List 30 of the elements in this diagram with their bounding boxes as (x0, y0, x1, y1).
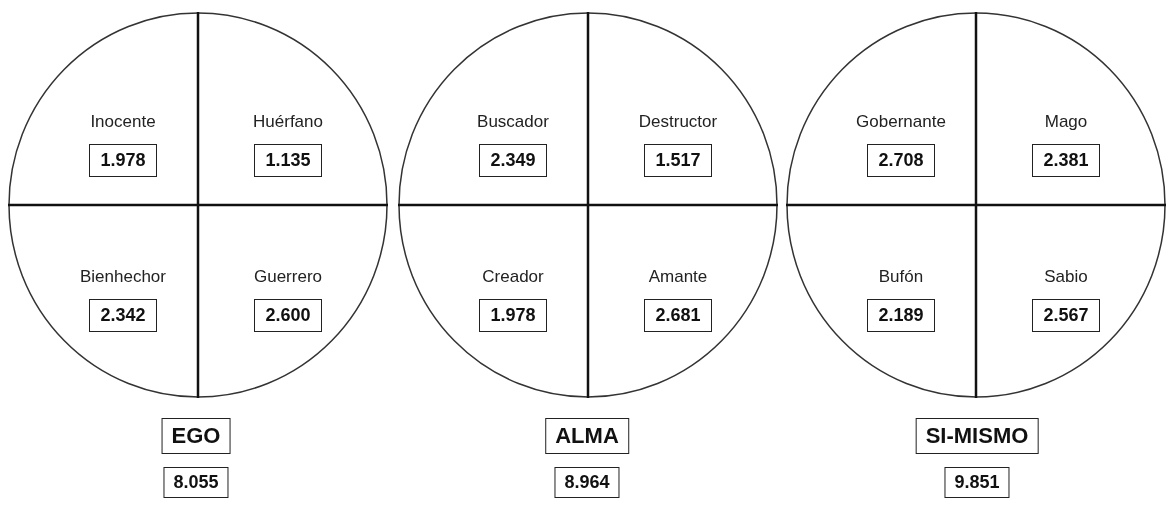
archetype-name: Sabio (1044, 267, 1088, 287)
archetype-name: Buscador (477, 112, 549, 132)
score-box: 2.342 (89, 299, 157, 332)
total-score-box: 9.851 (944, 467, 1010, 498)
score-box: 2.189 (867, 299, 935, 332)
archetype-name: Bienhechor (80, 267, 166, 287)
score-box: 2.349 (479, 144, 547, 177)
total-score-box: 8.055 (163, 467, 229, 498)
group-title-box: SI-MISMO (915, 418, 1039, 454)
archetype-name: Huérfano (253, 112, 323, 132)
score-box: 1.135 (254, 144, 322, 177)
total-score-box: 8.964 (554, 467, 620, 498)
score-box: 1.978 (479, 299, 547, 332)
score-box: 2.381 (1032, 144, 1100, 177)
archetype-name: Guerrero (254, 267, 322, 287)
archetype-name: Gobernante (856, 112, 946, 132)
score-box: 2.600 (254, 299, 322, 332)
archetype-name: Bufón (878, 267, 924, 287)
group-title-box: EGO (161, 418, 231, 454)
score-box: 1.517 (644, 144, 712, 177)
score-box: 2.681 (644, 299, 712, 332)
group-title-box: ALMA (545, 418, 629, 454)
archetype-name: Destructor (638, 112, 718, 132)
archetype-name: Mago (1044, 112, 1088, 132)
archetype-name: Inocente (90, 112, 156, 132)
score-box: 2.708 (867, 144, 935, 177)
score-box: 1.978 (89, 144, 157, 177)
archetype-name: Amante (648, 267, 708, 287)
archetype-name: Creador (482, 267, 544, 287)
score-box: 2.567 (1032, 299, 1100, 332)
